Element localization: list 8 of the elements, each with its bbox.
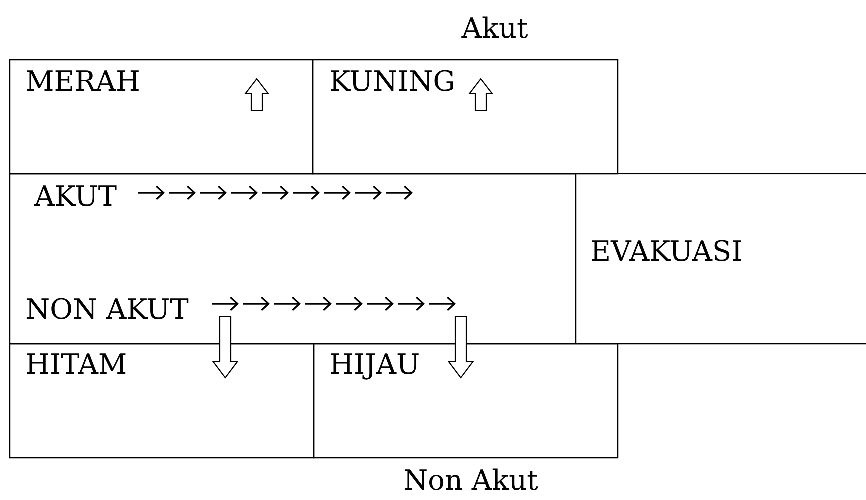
block-arrow xyxy=(448,316,474,379)
table-cell: MERAH xyxy=(9,59,314,175)
table-cell: KUNING xyxy=(312,59,619,175)
table-cell: AKUT NON AKUT xyxy=(9,173,577,345)
table-cell: HITAM xyxy=(9,343,315,459)
block-arrow xyxy=(212,316,239,379)
table-cell: EVAKUASI xyxy=(576,173,866,345)
table-cell: HIJAU xyxy=(313,343,619,459)
